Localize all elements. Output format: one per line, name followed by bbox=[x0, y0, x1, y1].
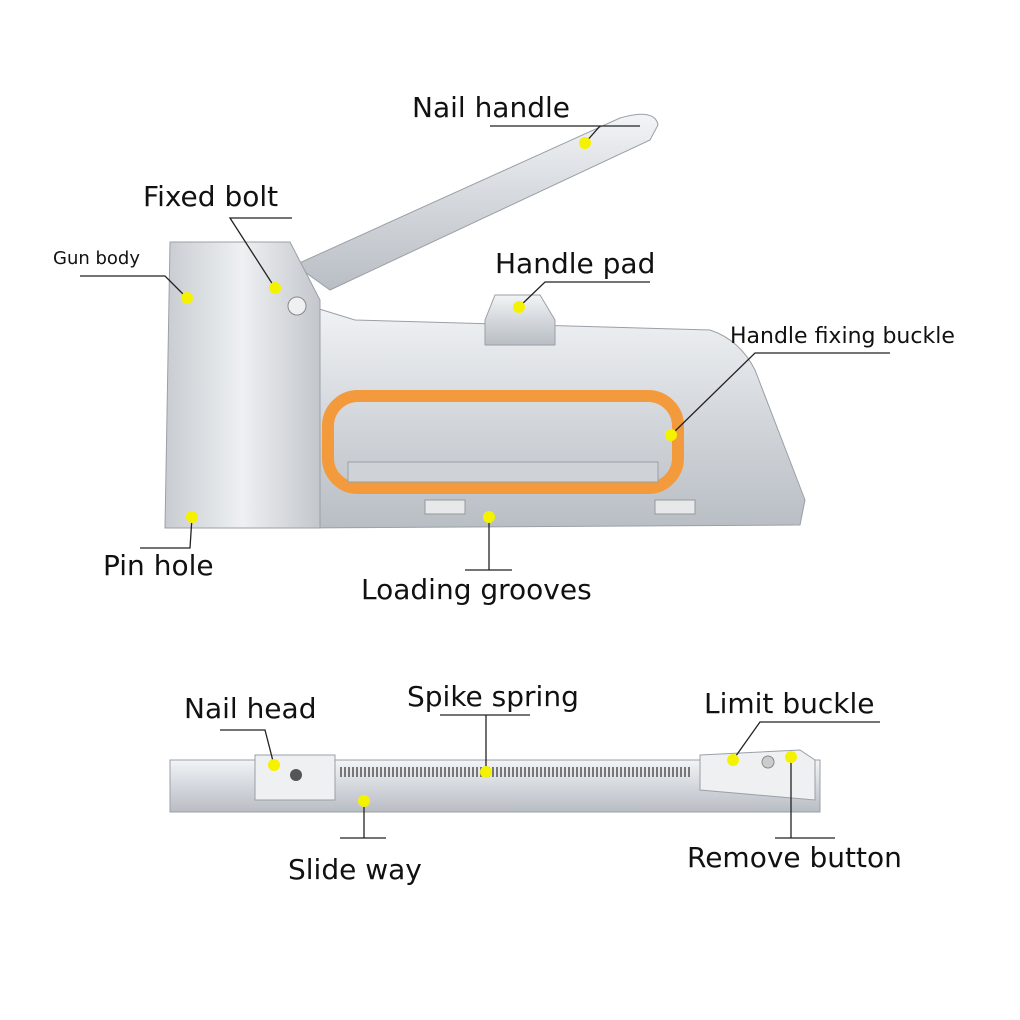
label-nail-head: Nail head bbox=[184, 692, 317, 725]
label-nail-handle: Nail handle bbox=[412, 91, 570, 124]
label-handle-fixing-buckle: Handle fixing buckle bbox=[730, 324, 955, 349]
marker-dot bbox=[186, 511, 198, 523]
label-handle-pad: Handle pad bbox=[495, 247, 656, 280]
marker-dots bbox=[181, 137, 797, 807]
label-pin-hole: Pin hole bbox=[103, 549, 214, 582]
marker-dot bbox=[268, 759, 280, 771]
marker-dot bbox=[513, 301, 525, 313]
handle-pad-part bbox=[484, 294, 556, 346]
marker-dot bbox=[358, 795, 370, 807]
gun-body-part bbox=[164, 241, 321, 529]
leader-lines bbox=[80, 125, 890, 839]
orange-grip bbox=[322, 390, 684, 494]
marker-dot bbox=[785, 751, 797, 763]
marker-dot bbox=[483, 511, 495, 523]
marker-dot bbox=[579, 137, 591, 149]
marker-dot bbox=[480, 766, 492, 778]
label-spike-spring: Spike spring bbox=[407, 680, 579, 713]
marker-dot bbox=[665, 429, 677, 441]
label-loading-grooves: Loading grooves bbox=[361, 573, 592, 606]
marker-dot bbox=[269, 282, 281, 294]
marker-dot bbox=[181, 292, 193, 304]
label-fixed-bolt: Fixed bolt bbox=[143, 180, 279, 213]
label-gun-body: Gun body bbox=[53, 248, 141, 269]
marker-dot bbox=[727, 754, 739, 766]
label-limit-buckle: Limit buckle bbox=[704, 687, 875, 720]
nail-handle-part bbox=[294, 113, 659, 291]
label-slide-way: Slide way bbox=[288, 853, 422, 886]
label-remove-button: Remove button bbox=[687, 841, 902, 874]
